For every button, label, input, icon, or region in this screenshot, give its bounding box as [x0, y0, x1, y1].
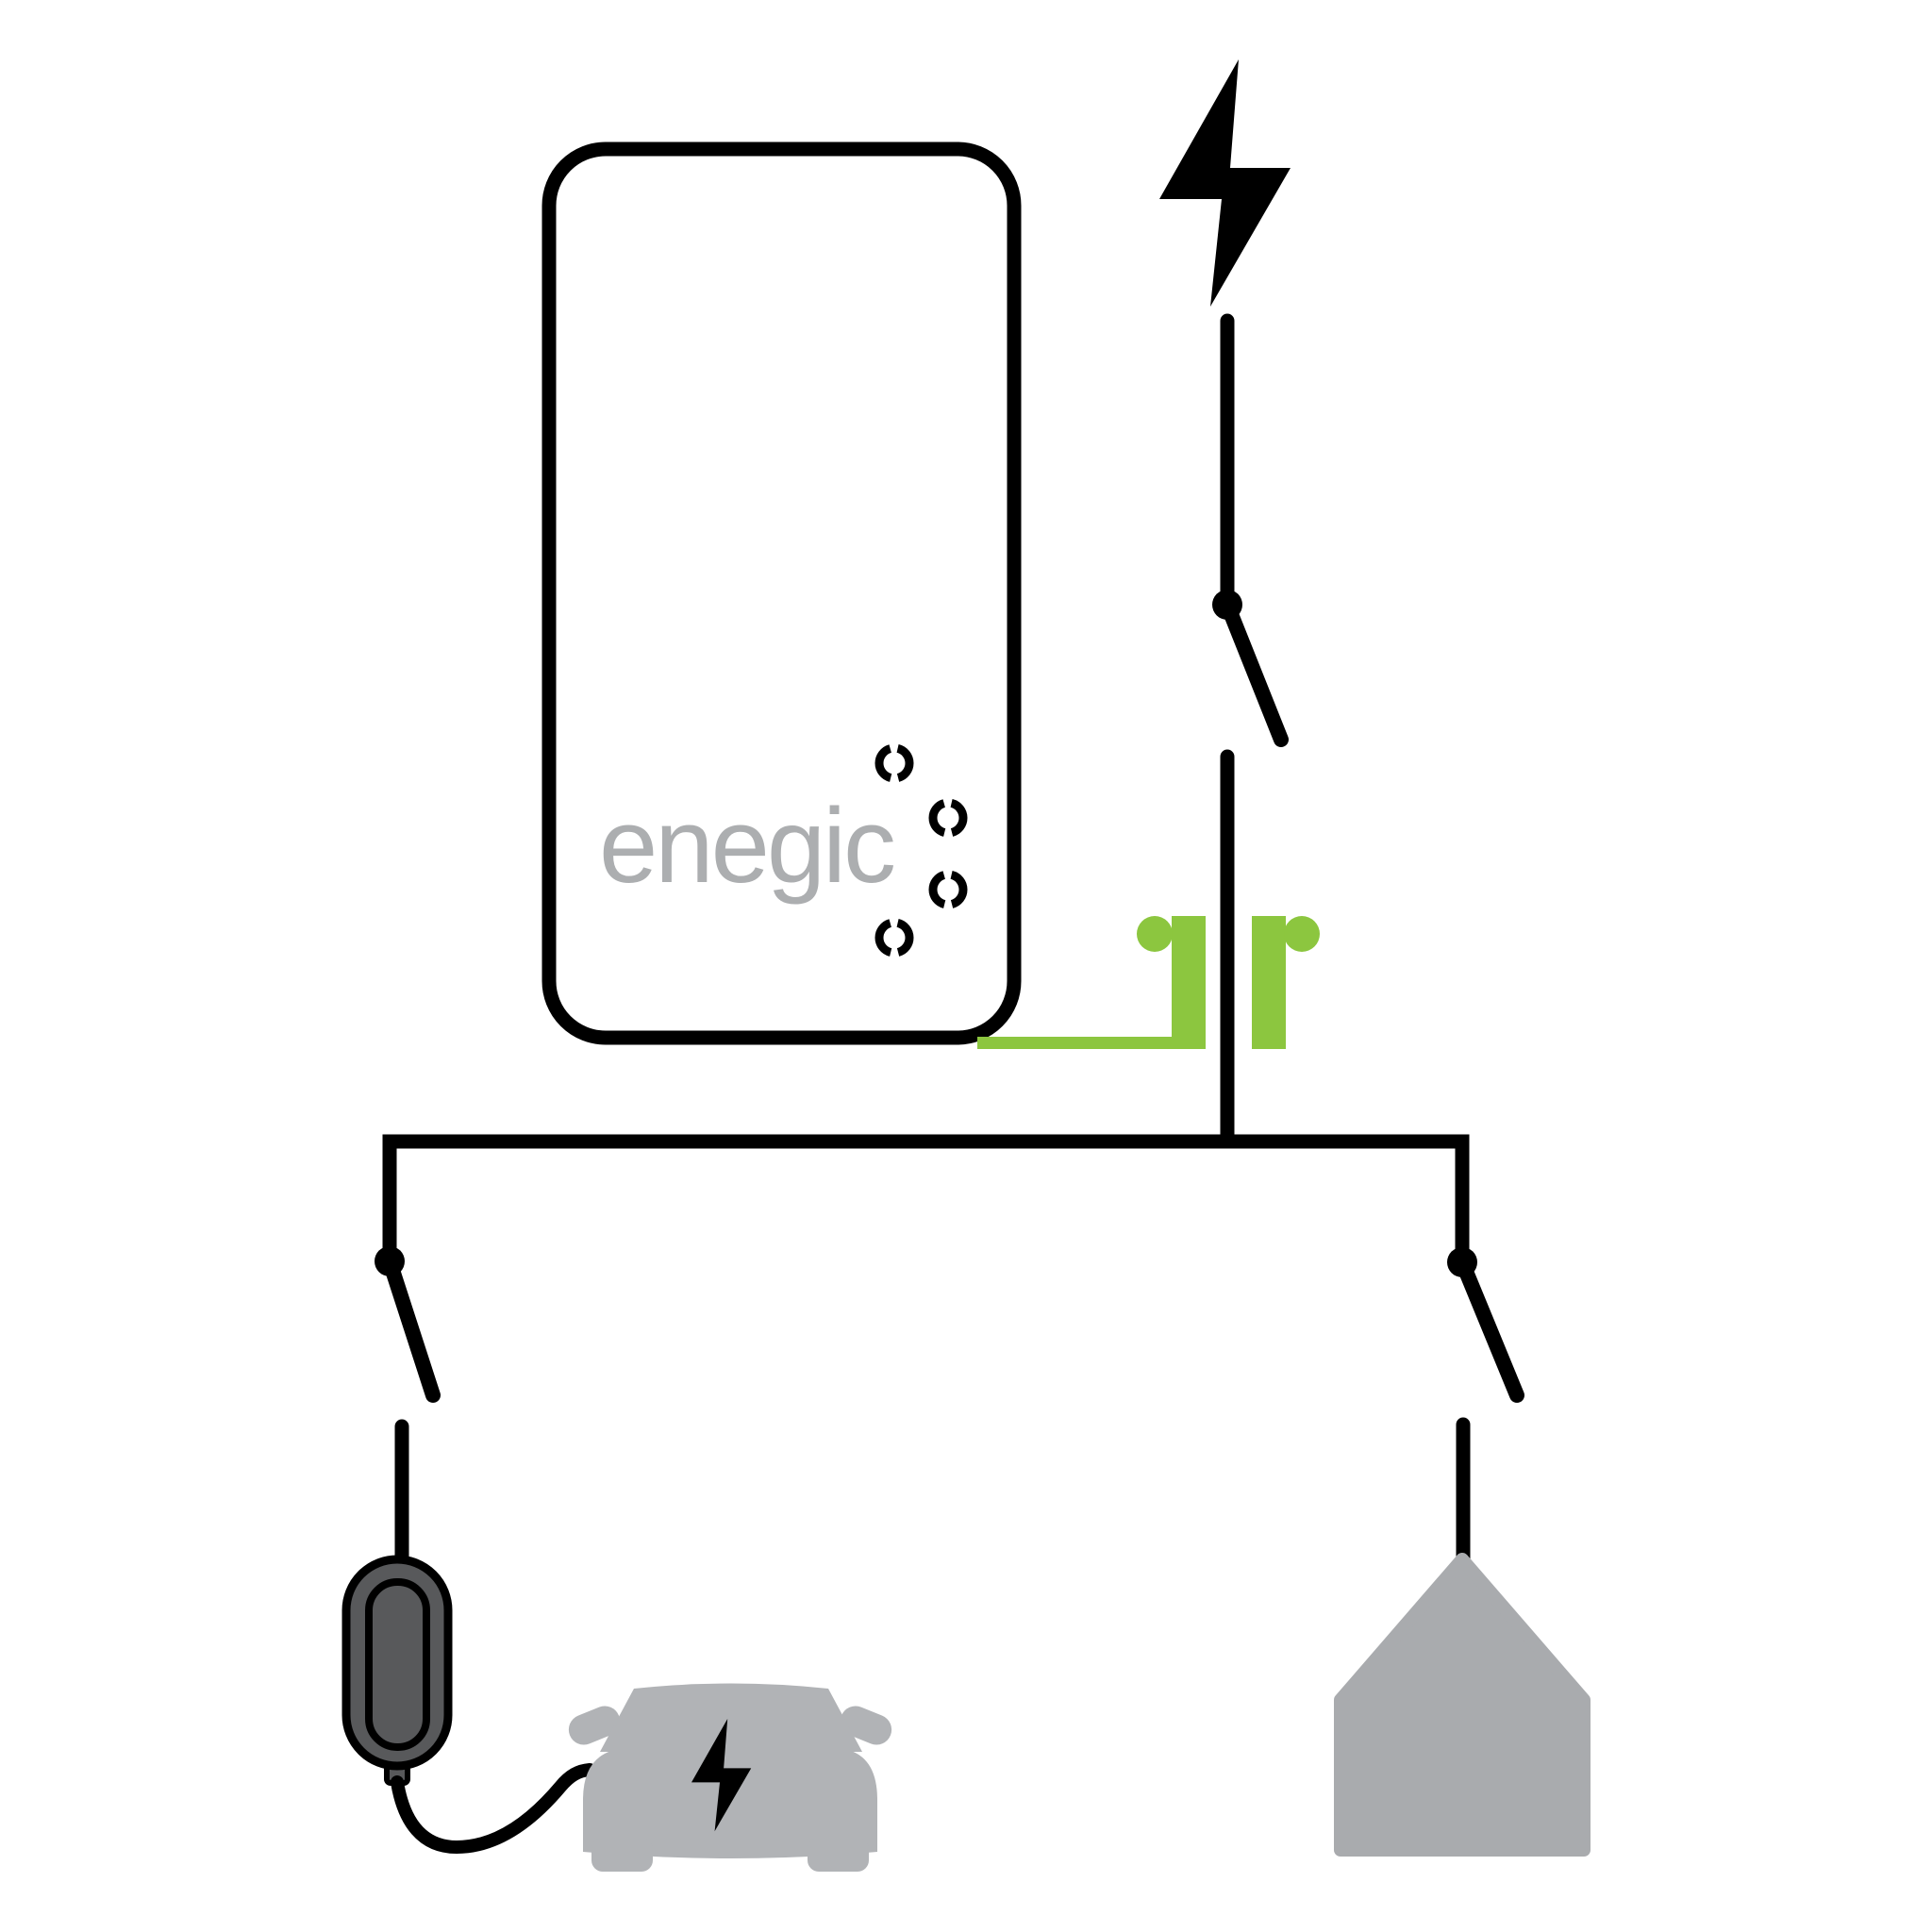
clamp-pivot-right — [1284, 916, 1320, 952]
led-ring-4 — [874, 918, 914, 958]
car-roof-windshield — [600, 1683, 862, 1752]
car-lightning-icon — [691, 1719, 752, 1832]
ct-clamp-sensor-icon — [977, 916, 1320, 1049]
car-mirror-left — [568, 1706, 621, 1745]
left-breaker-switch-icon — [375, 1246, 441, 1574]
device-brand-label: enegic — [599, 787, 894, 905]
distribution-bus-line — [382, 1134, 1470, 1264]
clamp-jaw-left — [1172, 916, 1206, 1049]
main-breaker-switch-icon — [1212, 313, 1289, 1148]
car-body — [583, 1751, 877, 1858]
charger-inner-outline — [365, 1578, 430, 1751]
lightning-bolt-shape — [1159, 59, 1291, 307]
switch-blade — [382, 1254, 441, 1403]
charger-body — [341, 1555, 453, 1771]
led-ring-3 — [928, 870, 968, 909]
grid-lightning-icon — [1159, 59, 1291, 307]
switch-blade — [1220, 597, 1289, 747]
device-body — [541, 142, 1022, 1045]
led-ring-2 — [928, 798, 968, 838]
led-ring-1 — [874, 743, 914, 783]
ev-charger-icon — [341, 1555, 453, 1786]
ev-car-icon — [568, 1683, 892, 1872]
clamp-jaw-right — [1252, 916, 1286, 1049]
enegic-monitor-device: enegic — [541, 142, 1022, 1045]
device-indicator-leds — [874, 743, 968, 958]
clamp-pivot-left — [1137, 916, 1173, 952]
switch-blade — [1455, 1255, 1524, 1403]
car-wheel-right — [808, 1838, 869, 1872]
sensor-wire — [977, 1037, 1191, 1049]
charging-cable-icon — [391, 1763, 596, 1855]
right-breaker-switch-icon — [1447, 1247, 1524, 1574]
house-icon — [1334, 1553, 1591, 1857]
car-wheel-left — [591, 1838, 653, 1872]
